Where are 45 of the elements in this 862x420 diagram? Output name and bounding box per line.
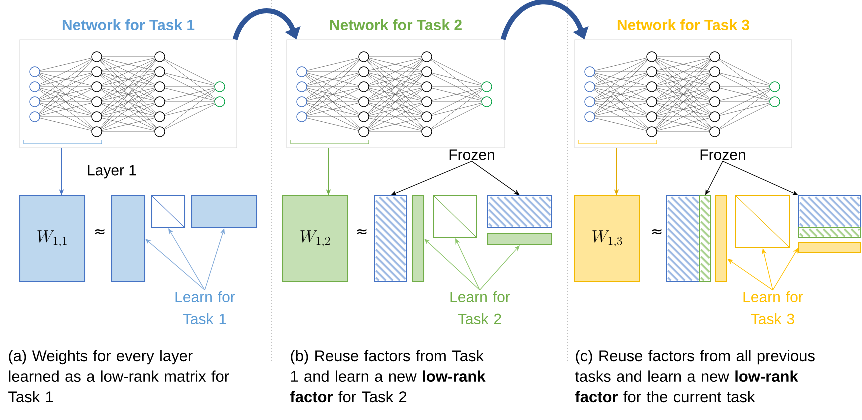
network-title: Network for Task 1 — [62, 20, 195, 30]
caption: (b) Reuse factors from Task 1 and learn a new low-rank factor for Task 2 — [290, 350, 486, 403]
caption: (a) Weights for every layer learned as a low-rank matrix for Task 1 — [8, 350, 230, 403]
arrow — [722, 161, 798, 196]
matrix-box: $W_{1,2}$ — [282, 196, 348, 282]
arrow — [424, 239, 480, 291]
arrow — [728, 259, 774, 291]
callout-text: Learn for Task 2 — [450, 292, 510, 324]
hatched-factor — [798, 228, 862, 238]
arrow — [456, 238, 480, 291]
factor-bar — [112, 196, 146, 282]
approx-sign: ≈ — [652, 229, 662, 235]
diagonal-matrix — [434, 196, 478, 238]
factor-bar — [716, 196, 728, 282]
factor-bar — [798, 242, 862, 254]
layer-label: Layer 1 — [88, 165, 136, 179]
curved-arrow — [232, 8, 301, 41]
arrow — [168, 228, 206, 291]
matrix-box: $W_{1,1}$ — [20, 196, 86, 282]
diagonal-matrix — [152, 196, 186, 228]
arrow — [706, 161, 724, 196]
matrix-box: $W_{1,3}$ — [574, 196, 640, 282]
hatched-factor — [488, 196, 552, 228]
hatched-factor — [700, 196, 712, 282]
arrow — [472, 161, 520, 196]
hatched-factor — [798, 196, 862, 228]
network-title: Network for Task 3 — [618, 19, 750, 31]
hatched-factor — [666, 196, 700, 282]
curved-arrow — [500, 0, 589, 41]
hatched-factor — [374, 196, 408, 282]
factor-bar — [412, 196, 424, 282]
network-title: Network for Task 2 — [330, 20, 462, 30]
callout-text: Frozen — [700, 150, 746, 160]
arrow — [772, 248, 798, 291]
callout-text: Learn for Task 1 — [176, 292, 236, 324]
approx-sign: ≈ — [95, 229, 105, 235]
caption: (c) Reuse factors from all previous tasks and learn a new low-rank factor for the current task — [575, 350, 815, 403]
callout-text: Frozen — [450, 150, 494, 160]
arrow — [480, 246, 520, 291]
diagonal-matrix — [736, 196, 790, 248]
approx-sign: ≈ — [357, 229, 367, 235]
factor-bar — [488, 234, 552, 246]
callout-text: Learn for Task 3 — [744, 292, 804, 324]
factor-bar — [192, 196, 258, 228]
arrow — [146, 239, 206, 291]
